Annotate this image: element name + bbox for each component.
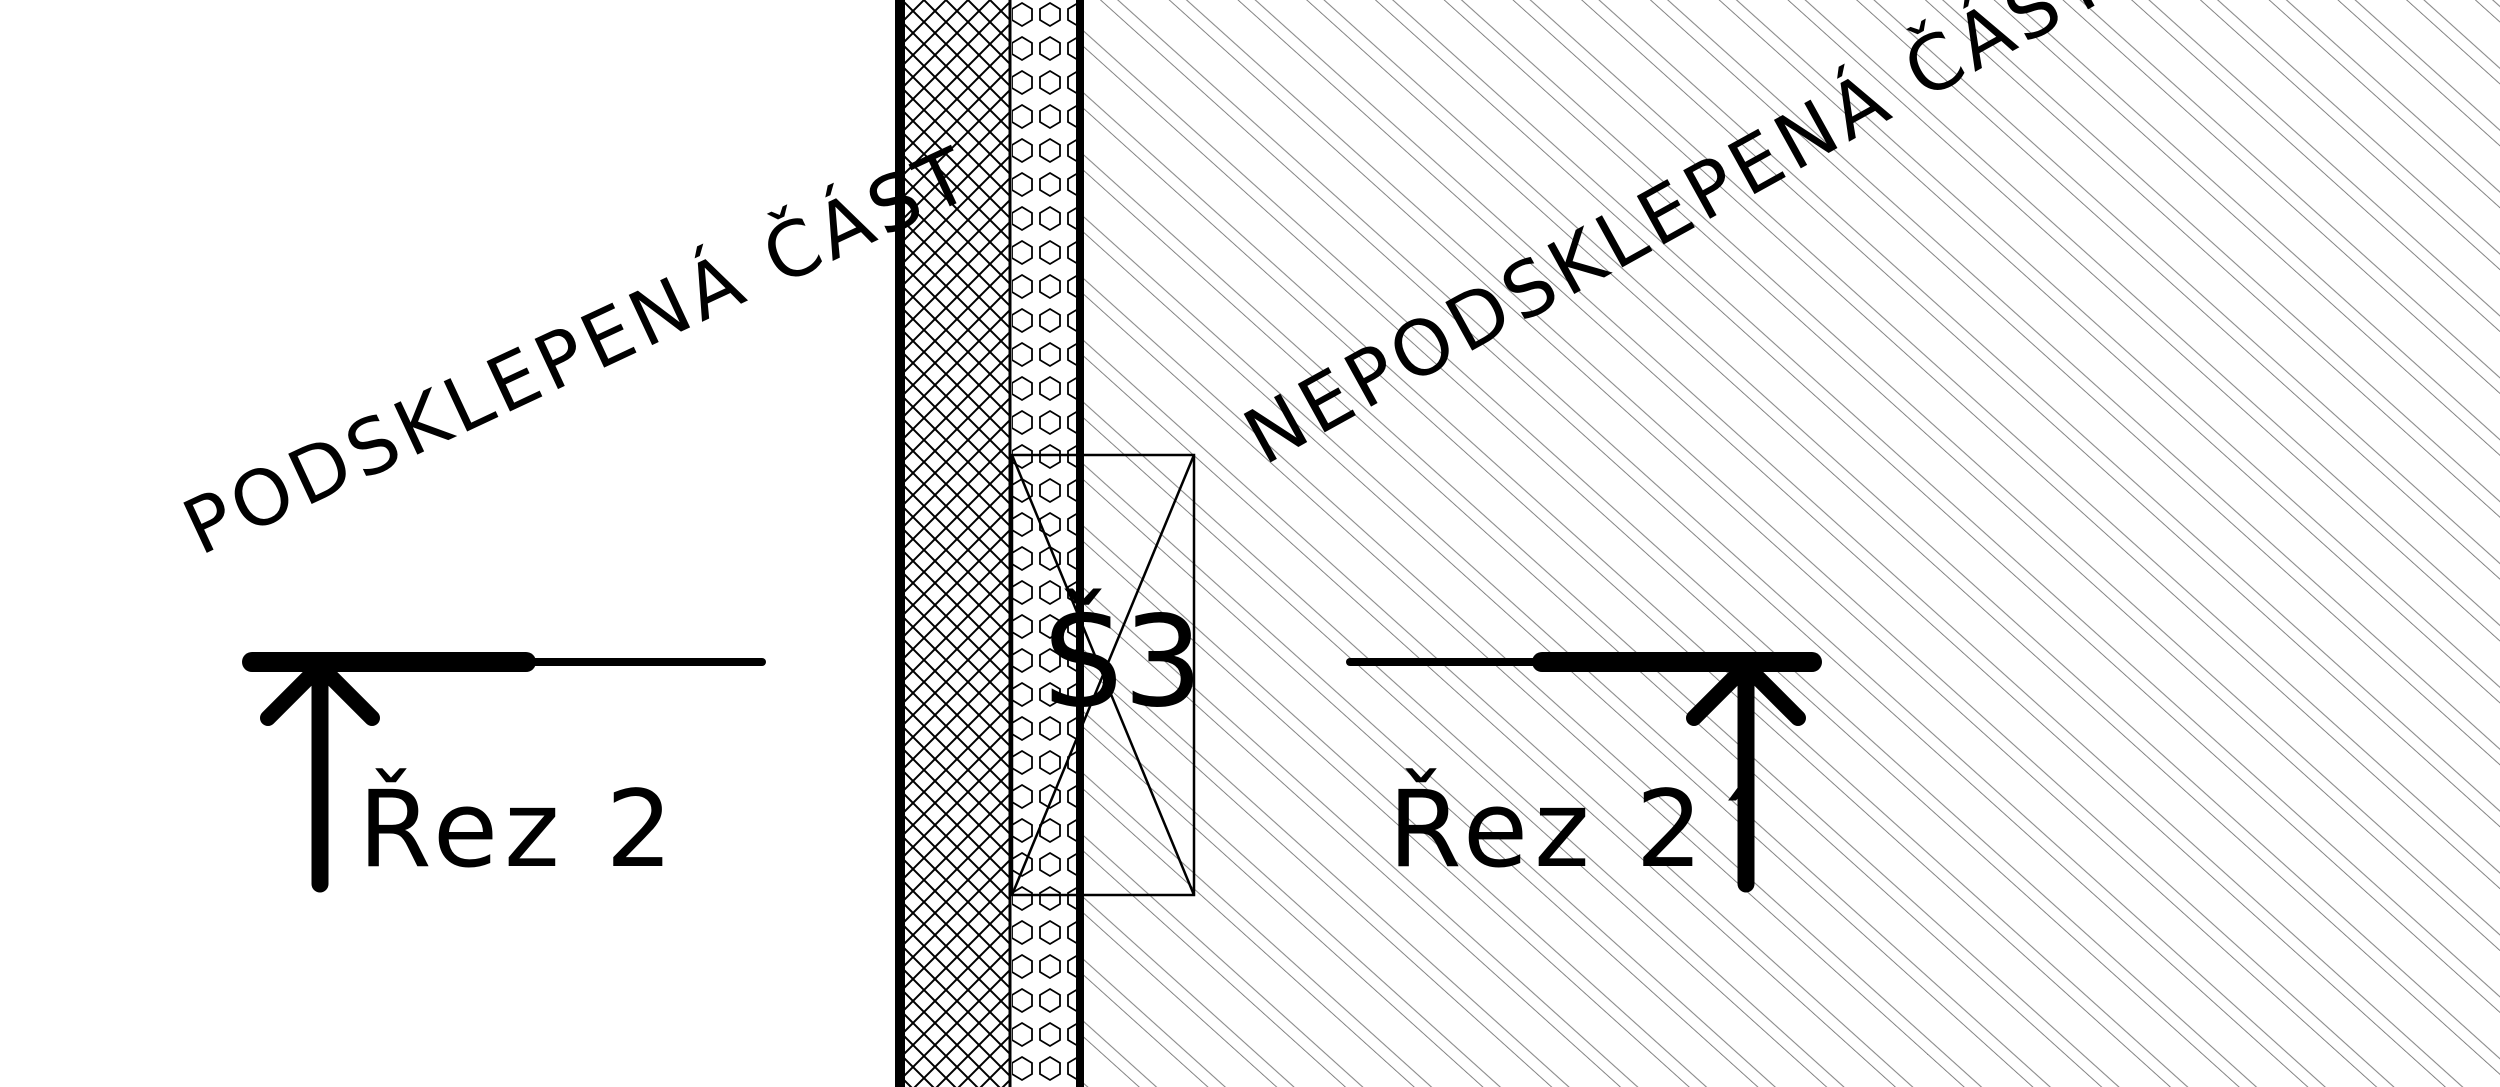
window-opening-box <box>1010 453 1196 897</box>
section-label-right: Řez 2´ <box>1388 768 1768 891</box>
masonry-wall <box>898 0 1010 1087</box>
window-diagonal-2 <box>1010 454 1196 896</box>
window-marker-label: Š3 <box>1043 587 1203 735</box>
section-label-left: Řez 2 <box>358 768 679 891</box>
basement-part-label: PODSKLEPENÁ ČÁST <box>170 128 987 573</box>
insulation-layer <box>1012 0 1078 1087</box>
section-marker-left <box>242 652 766 893</box>
section-marker-right <box>1346 652 1822 893</box>
soil-hatch-area <box>1080 0 2500 1087</box>
